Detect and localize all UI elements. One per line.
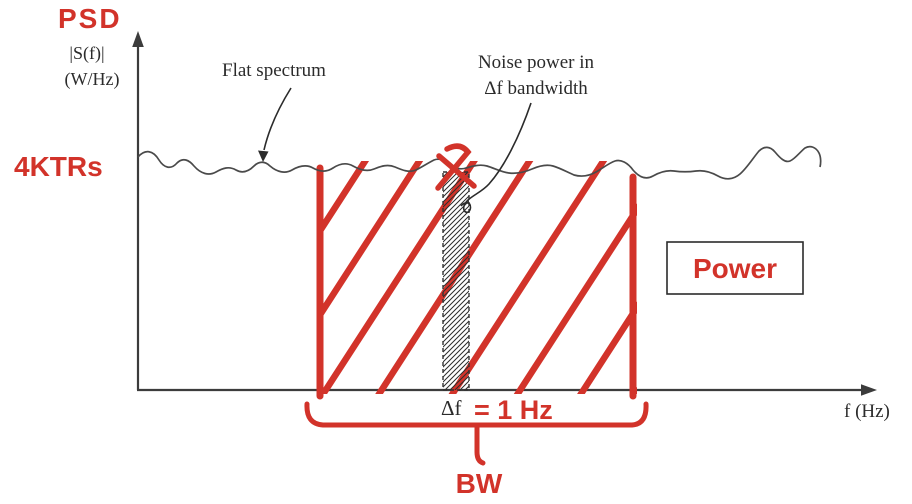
y-axis-arrowhead-icon [132, 31, 144, 47]
delta-f-value-label: = 1 Hz [474, 395, 553, 425]
noise-power-pointer [460, 102, 532, 213]
bw-bracket [304, 401, 649, 466]
noise-power-label-line2: Δf bandwidth [484, 78, 588, 99]
flat-spectrum-curve [137, 145, 822, 180]
delta-f-label: Δf [441, 396, 462, 420]
bw-label: BW [456, 468, 503, 499]
y-axis-label-line1: |S(f)| [69, 43, 104, 64]
x-axis-label: f (Hz) [844, 401, 890, 422]
flat-spectrum-arrowhead-icon [258, 150, 269, 162]
x-axis [137, 384, 877, 396]
delta-f-strip [442, 171, 470, 391]
psd-label: PSD [58, 3, 122, 34]
noise-power-label-line1: Noise power in [478, 52, 595, 73]
flat-spectrum-arrow [263, 87, 292, 151]
power-label: Power [693, 253, 777, 284]
y-axis [132, 31, 144, 390]
x-axis-arrowhead-icon [861, 384, 877, 396]
noise-level-label: 4KTRs [14, 151, 103, 182]
power-box [666, 241, 804, 295]
y-axis-label-line2: (W/Hz) [65, 69, 120, 90]
flat-spectrum-label: Flat spectrum [222, 60, 326, 81]
red-x-mark [435, 143, 477, 191]
